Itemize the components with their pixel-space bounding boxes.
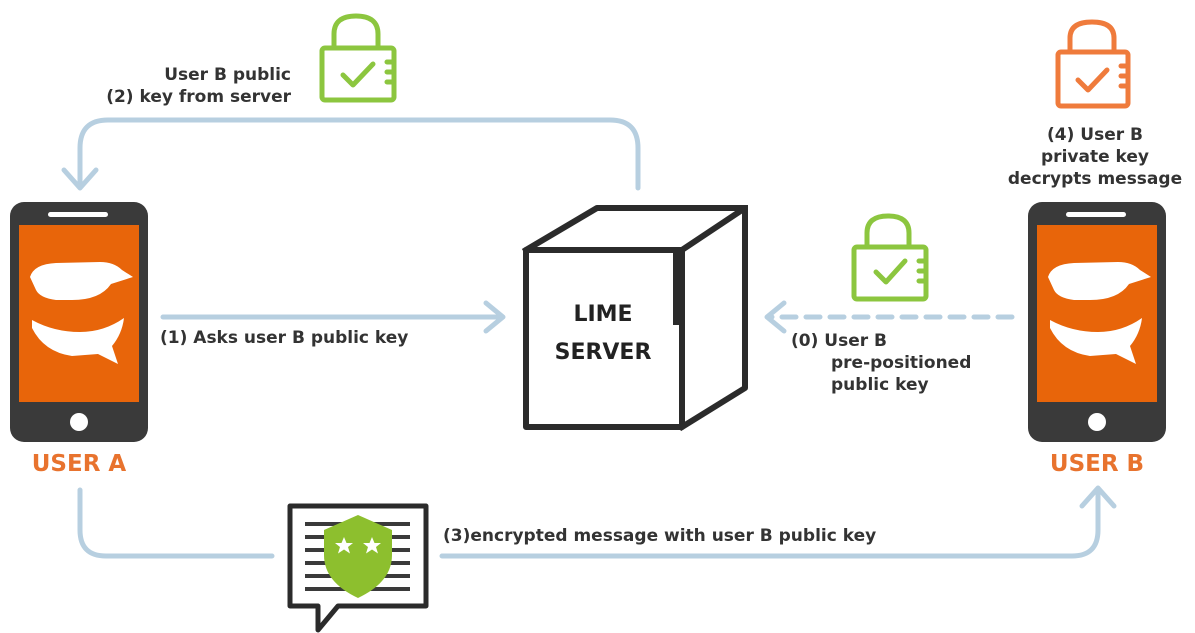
- label-step-0-line-3: public key: [831, 375, 929, 395]
- chat-logo-icon: [1048, 262, 1151, 364]
- arrow-user-b-to-server-dashed: [764, 300, 1015, 334]
- user-a-label: USER A: [31, 451, 127, 477]
- label-step-4-line-1: (4) User B: [1047, 125, 1143, 145]
- label-step-0-line-2: pre-positioned: [831, 353, 972, 373]
- server-cube-icon: [521, 205, 748, 432]
- padlock-check-icon: [851, 213, 929, 302]
- arrow-user-a-to-user-b: [77, 485, 1117, 559]
- label-step-2: User B public (2) key from server: [106, 64, 291, 108]
- label-step-4-line-2: private key: [1041, 147, 1149, 167]
- user-b-label: USER B: [1049, 451, 1145, 477]
- shield-stars-icon: [324, 515, 392, 598]
- label-step-0-line-1: (0) User B: [791, 331, 887, 351]
- server-label-line-1: LIME: [573, 302, 633, 327]
- chat-logo-icon: [30, 262, 133, 364]
- label-step-2-line-2: (2) key from server: [106, 87, 291, 107]
- smartphone-icon: [1028, 202, 1166, 442]
- label-step-4-line-3: decrypts message: [1007, 169, 1183, 189]
- padlock-check-icon: [1055, 19, 1131, 109]
- arrow-server-to-user-a: [61, 117, 641, 191]
- arrow-user-a-to-server: [160, 300, 506, 334]
- label-step-1: (1) Asks user B public key: [160, 328, 409, 348]
- smartphone-icon: [10, 202, 148, 442]
- label-step-3: (3)encrypted message with user B public …: [443, 526, 877, 546]
- label-step-0: (0) User B pre-positioned public key: [791, 330, 971, 396]
- label-step-2-line-1: User B public: [164, 65, 291, 85]
- padlock-check-icon: [319, 13, 397, 103]
- label-step-4: (4) User B private key decrypts message: [985, 124, 1195, 190]
- server-label: LIME SERVER: [540, 296, 666, 372]
- server-label-line-2: SERVER: [554, 340, 652, 365]
